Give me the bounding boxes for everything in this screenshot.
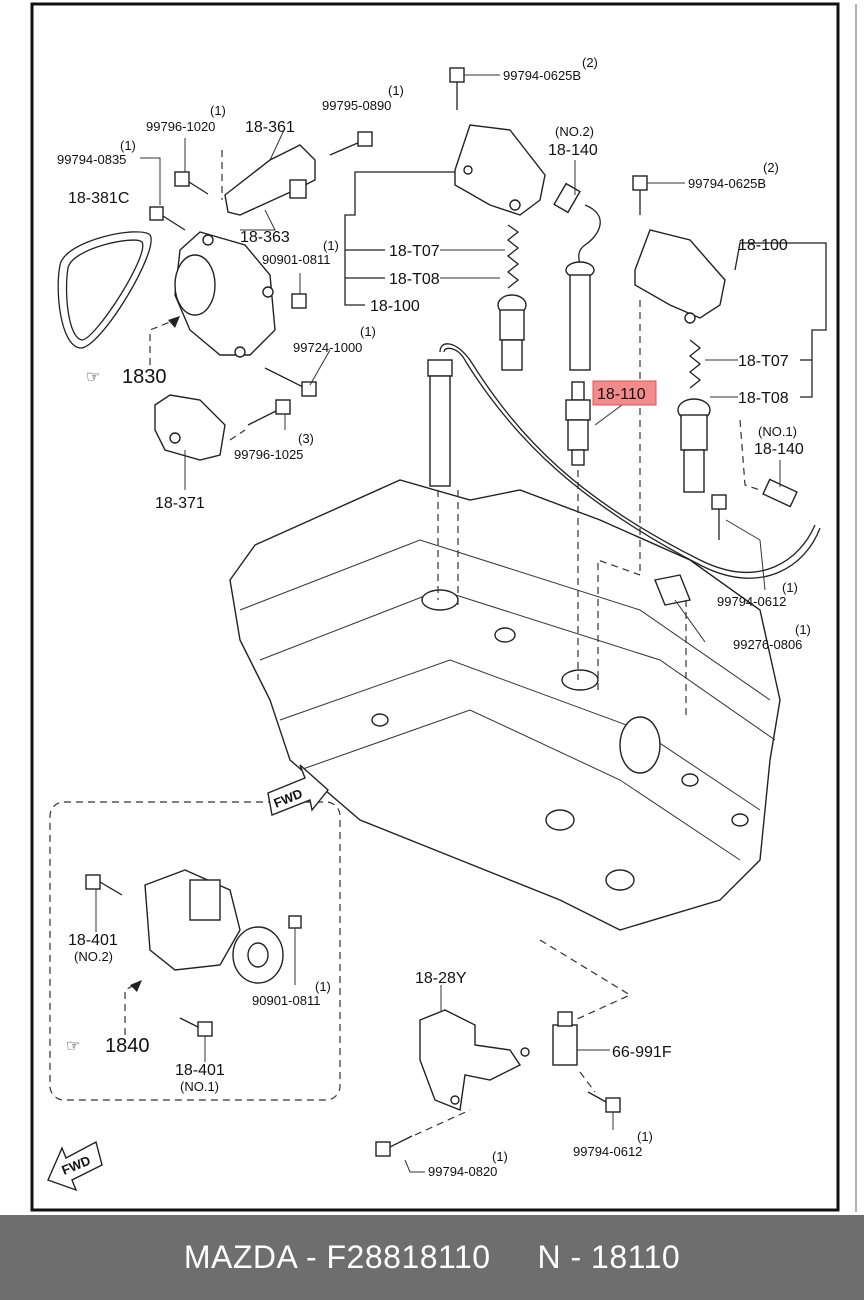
fwd-arrow-bottom	[47, 1140, 103, 1192]
boot-rear	[677, 398, 711, 493]
qty-99795-0890: (1)	[388, 83, 404, 98]
arrow-1830	[168, 316, 180, 328]
label-99794-0820: 99794-0820	[428, 1164, 497, 1179]
footer-bar: MAZDA - F28818110 N - 18110	[0, 1215, 864, 1300]
label-18-140-no1: 18-140	[754, 441, 804, 458]
parts-diagram: (2) 99794-0625B (1) 99795-0890 (1) 99796…	[30, 2, 857, 1212]
label-18-371: 18-371	[155, 495, 205, 512]
label-90901-0811: 90901-0811	[262, 252, 330, 267]
cylinder-head	[229, 479, 781, 931]
qty-90901-0811: (1)	[323, 238, 339, 253]
label-18-401-no1: 18-401	[175, 1062, 225, 1079]
starter-motor	[144, 869, 284, 984]
label-90901-0811-inset: 90901-0811	[252, 993, 320, 1008]
spark-plug	[565, 381, 591, 466]
ht-lead-no1	[762, 478, 798, 508]
label-no1: (NO.1)	[758, 424, 797, 439]
alternator	[174, 231, 276, 358]
label-99794-0612-right: 99794-0612	[717, 594, 786, 609]
qty-99794-0625B-front: (2)	[582, 55, 598, 70]
qty-99794-0612-right: (1)	[782, 580, 798, 595]
guide-7	[739, 419, 761, 491]
label-18-140-no2: 18-140	[548, 142, 598, 159]
label-18-100-rear: 18-100	[738, 237, 788, 254]
ignition-coil-front	[454, 124, 546, 216]
qty-99794-0612-bottom: (1)	[637, 1129, 653, 1144]
fwd-arrow-inset	[267, 764, 329, 816]
label-18-363: 18-363	[240, 229, 290, 246]
bolt-99794-0612-right	[711, 494, 727, 540]
qty-99794-0625B-rear: (2)	[763, 160, 779, 175]
ref-1840-text: 1840	[105, 1035, 150, 1057]
label-no2: (NO.2)	[555, 124, 594, 139]
boot-front	[497, 294, 527, 371]
label-18-361: 18-361	[245, 119, 295, 136]
label-66-991F: 66-991F	[612, 1044, 672, 1061]
footer-part-number: MAZDA - F28818110 N - 18110	[183, 1239, 681, 1275]
label-18-401-no2: 18-401	[68, 932, 118, 949]
qty-99724-1000: (1)	[360, 324, 376, 339]
diagram-border	[30, 2, 840, 1212]
label-18-381C: 18-381C	[68, 190, 129, 207]
spring-front	[506, 224, 520, 289]
sensor-66-991F	[552, 1011, 578, 1066]
qty-99796-1025: (3)	[298, 431, 314, 446]
label-18-110: 18-110	[597, 386, 646, 403]
bracket-18-28Y	[419, 1009, 530, 1111]
guide-4	[597, 559, 641, 690]
label-no2-inset: (NO.2)	[74, 949, 113, 964]
label-99794-0835: 99794-0835	[57, 152, 126, 167]
bolt-99794-0835	[149, 206, 186, 231]
labels: (2) 99794-0625B (1) 99795-0890 (1) 99796…	[57, 55, 811, 1179]
highlight-18-110	[592, 380, 657, 406]
bolt-99794-0820	[375, 1135, 413, 1157]
label-18-28Y: 18-28Y	[415, 970, 467, 987]
label-99794-0625B-rear: 99794-0625B	[688, 176, 766, 191]
qty-99796-1020: (1)	[210, 103, 226, 118]
bolt-18-401-no1	[179, 1017, 213, 1037]
ht-lead-no2	[553, 182, 601, 371]
qty-99276-0806: (1)	[795, 622, 811, 637]
bolt-99794-0625B-front	[449, 67, 500, 110]
qty-90901-0811-inset: (1)	[315, 979, 331, 994]
bolt-99794-0612-bottom	[587, 1091, 621, 1113]
bracket-18-100-front	[344, 171, 455, 306]
alternator-bracket-18-361	[224, 144, 316, 216]
label-99795-0890: 99795-0890	[322, 98, 391, 113]
label-18-T08-front: 18-T08	[389, 271, 440, 288]
label-99794-0625B-front: 99794-0625B	[503, 68, 581, 83]
label-18-T08-rear: 18-T08	[738, 390, 789, 407]
bolt-99794-0625B-rear	[632, 175, 685, 215]
label-99796-1020: 99796-1020	[146, 119, 215, 134]
label-18-T07-front: 18-T07	[389, 243, 440, 260]
ref-1830-hand-icon: ☞	[86, 369, 100, 386]
bolt-18-401-no2	[85, 874, 123, 896]
label-99724-1000: 99724-1000	[293, 340, 362, 355]
label-99794-0612-bottom: 99794-0612	[573, 1144, 642, 1159]
bolt-99796-1020	[174, 171, 209, 195]
lead-clip	[654, 574, 691, 606]
spring-rear	[688, 339, 702, 389]
qty-99794-0835: (1)	[120, 138, 136, 153]
label-18-T07-rear: 18-T07	[738, 353, 789, 370]
ignition-coil-rear	[634, 229, 726, 324]
leader-18-110	[594, 404, 623, 426]
bracket-18-100-rear	[734, 242, 827, 398]
qty-99794-0820: (1)	[492, 1149, 508, 1164]
nut-90901-0811	[291, 293, 307, 309]
bolt-99795-0890	[329, 131, 373, 156]
bolt-99724-1000	[264, 367, 317, 397]
nut-90901-0811-inset	[288, 915, 302, 929]
ref-1840-hand-icon: ☞	[66, 1038, 80, 1055]
label-99796-1025: 99796-1025	[234, 447, 303, 462]
ref-1830-text: 1830	[122, 366, 167, 388]
label-no1-inset: (NO.1)	[180, 1079, 219, 1094]
label-99276-0806: 99276-0806	[733, 637, 802, 652]
ht-lead-long	[427, 343, 821, 579]
bolt-99796-1025	[247, 399, 291, 426]
alternator-mount-18-371	[154, 394, 226, 461]
label-18-100-front: 18-100	[370, 298, 420, 315]
drive-belt	[57, 231, 152, 349]
